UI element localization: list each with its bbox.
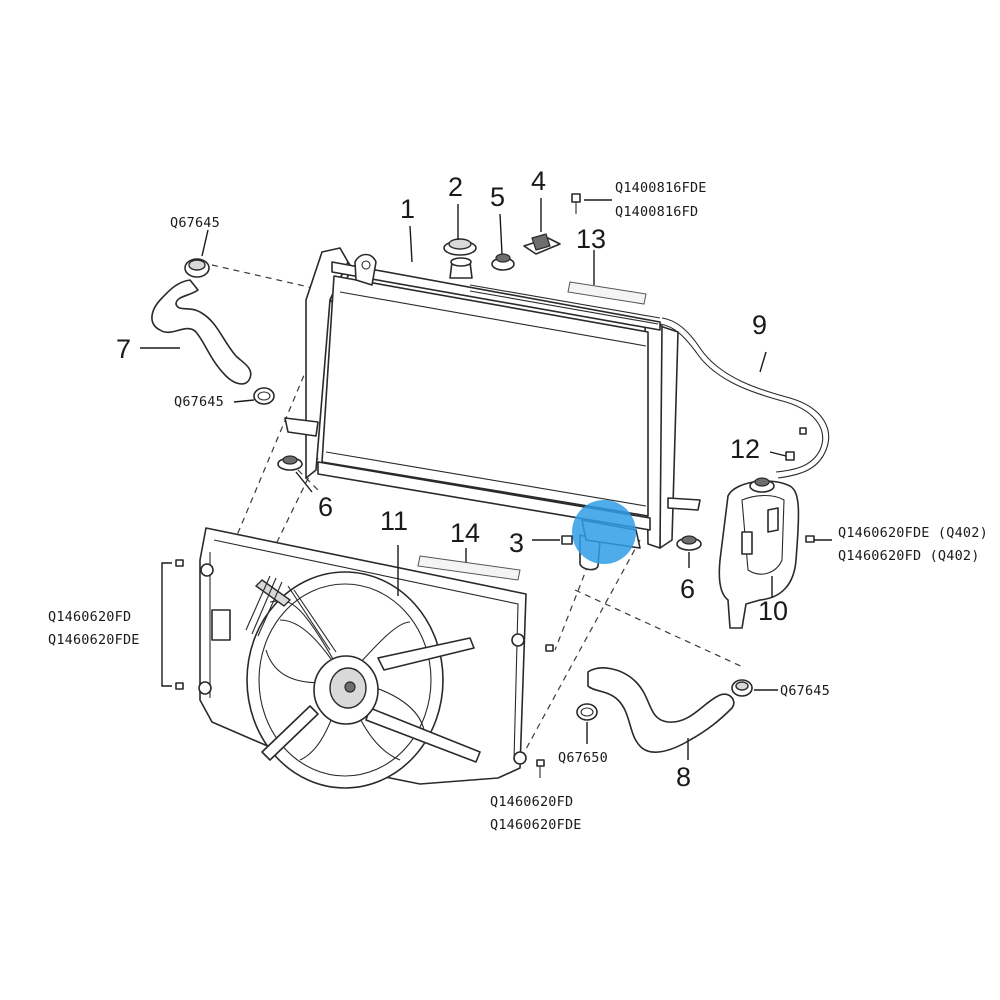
callout-10: 10: [758, 596, 788, 626]
expansion-tank: [718, 477, 800, 629]
code-fan-left-1: Q1460620FD: [48, 609, 131, 625]
fan-bolt-bottom: [536, 644, 554, 778]
label-sticker-13: [567, 250, 647, 305]
code-clamp-hose7-top: Q67645: [170, 215, 220, 231]
upper-radiator-hose: [140, 258, 275, 405]
callout-9: 9: [752, 310, 767, 340]
grommet-right: [676, 535, 702, 568]
grommet-left: [277, 455, 313, 493]
callout-7: 7: [116, 334, 131, 364]
callout-4: 4: [531, 166, 546, 196]
callout-leaders: [201, 198, 542, 403]
code-bolt-top-2: Q1400816FD: [615, 204, 698, 220]
callout-6-left: 6: [318, 492, 333, 522]
code-clamp-hose7-bottom: Q67645: [174, 394, 224, 410]
code-bolt-top-1: Q1400816FDE: [615, 180, 707, 196]
radiator: [284, 247, 701, 571]
highlight-marker: [572, 500, 636, 564]
callout-1: 1: [400, 194, 415, 224]
code-tank-bolt-1: Q1460620FDE (Q402): [838, 525, 988, 541]
code-tank-bolt-2: Q1460620FD (Q402): [838, 548, 980, 564]
drain-plug: [532, 535, 573, 545]
callout-3: 3: [509, 528, 524, 558]
callout-6-right: 6: [680, 574, 695, 604]
tank-bolt: [805, 535, 832, 543]
callout-5: 5: [490, 182, 505, 212]
bolt: [571, 193, 612, 214]
small-clip: [769, 427, 807, 461]
callout-11: 11: [380, 506, 408, 536]
code-fan-bottom-1: Q1460620FD: [490, 794, 573, 810]
label-sticker-14: [417, 548, 521, 581]
callout-2: 2: [448, 172, 463, 202]
mounting-bracket: [523, 233, 561, 255]
code-clamp-hose8-left: Q67650: [558, 750, 608, 766]
fan-bolts-left: [161, 559, 184, 690]
lower-radiator-hose: [576, 667, 778, 760]
callout-12: 12: [730, 434, 760, 464]
callout-numbers: 1 2 3 4 5 6 6 7 8 9 10 11 12 13 14: [116, 166, 788, 792]
callout-8: 8: [676, 762, 691, 792]
grommet: [491, 253, 515, 271]
code-fan-left-2: Q1460620FDE: [48, 632, 140, 648]
code-clamp-hose8-right: Q67645: [780, 683, 830, 699]
callout-13: 13: [576, 224, 606, 254]
part-codes: Q67645 Q67645 Q1400816FDE Q1400816FD Q14…: [48, 180, 988, 833]
radiator-cap: [443, 238, 477, 256]
code-fan-bottom-2: Q1460620FDE: [490, 817, 582, 833]
callout-14: 14: [450, 518, 480, 548]
overflow-hose: [659, 317, 830, 479]
fan-assembly: [198, 527, 527, 789]
